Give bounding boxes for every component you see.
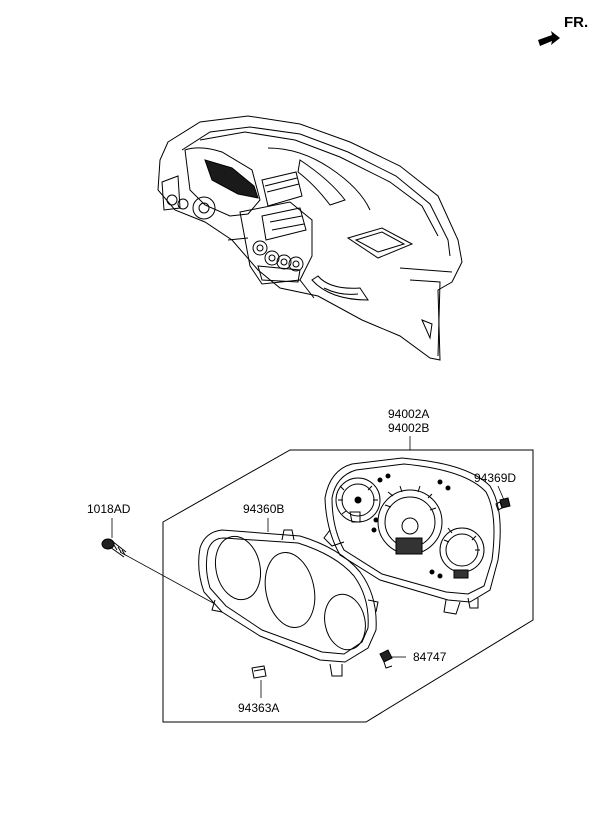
bulb-part (495, 497, 511, 511)
part-label-94360b: 94360B (243, 502, 285, 516)
part-label-94363a: 94363A (238, 701, 280, 715)
instrument-cluster (323, 457, 501, 615)
clip-part (251, 665, 267, 679)
assembly-outline (162, 449, 534, 723)
cluster-mask-part (198, 529, 379, 677)
screw-part (101, 538, 127, 558)
part-label-94369d: 94369D (474, 471, 517, 485)
connector-part (379, 649, 393, 669)
dashboard-illustration (157, 115, 463, 361)
part-label-94002a: 94002A (388, 407, 430, 421)
part-label-84747: 84747 (413, 650, 447, 664)
front-arrow-icon (538, 31, 560, 46)
part-label-94002b: 94002B (388, 421, 430, 435)
part-label-1018ad: 1018AD (87, 502, 131, 516)
front-direction-label: FR. (564, 14, 589, 31)
leader-lines (111, 436, 505, 698)
